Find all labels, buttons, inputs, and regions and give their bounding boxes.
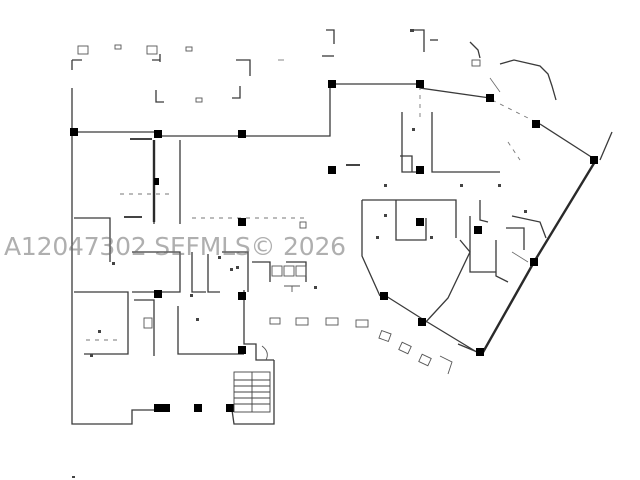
top-fragments xyxy=(71,29,557,103)
building-outline xyxy=(71,83,613,425)
interior-walls xyxy=(74,112,547,356)
structural-columns xyxy=(70,80,598,412)
dashed-lines xyxy=(86,86,537,341)
stair xyxy=(233,371,271,413)
annotation-marks xyxy=(72,128,527,478)
fixtures xyxy=(143,59,481,375)
